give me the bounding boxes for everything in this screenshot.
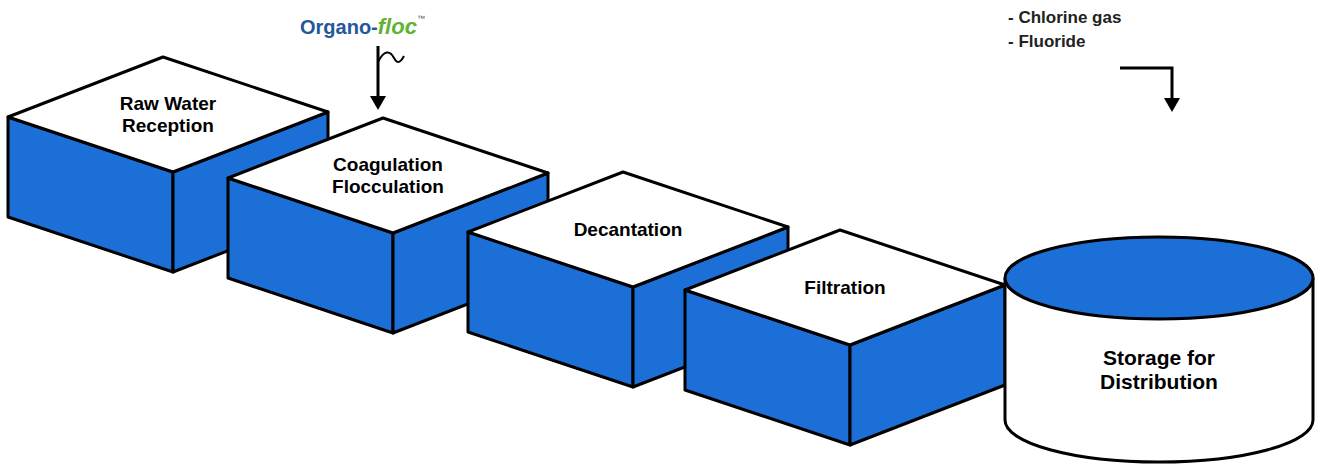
dosing-arrow-line xyxy=(377,46,380,98)
box-outline xyxy=(683,228,1007,447)
node-label: Storage for Distribution xyxy=(1074,346,1244,394)
logo-word: floc xyxy=(378,14,417,39)
dosing-arrow-line xyxy=(1120,68,1172,100)
chemical-note: - Fluoride xyxy=(1008,32,1085,52)
label-holder: Coagulation Flocculation xyxy=(313,154,463,198)
dosing-wiggle xyxy=(378,52,404,62)
logo-word: Organo- xyxy=(300,16,378,38)
product-logo: Organo-floc™ xyxy=(300,14,425,40)
process-box: Filtration xyxy=(683,228,1007,447)
storage-tank: Storage for Distribution xyxy=(1002,234,1318,468)
arrow-head xyxy=(1164,98,1180,112)
trademark-mark: ™ xyxy=(417,14,425,23)
tank-water-surface xyxy=(1005,237,1313,319)
label-holder: Storage for Distribution xyxy=(1074,346,1244,394)
label-holder: Filtration xyxy=(770,277,920,299)
label-holder: Raw Water Reception xyxy=(93,93,243,137)
box-top-face xyxy=(228,118,548,233)
node-label: Coagulation Flocculation xyxy=(313,154,463,198)
node-label: Decantation xyxy=(553,219,703,241)
box-top-face xyxy=(8,57,328,172)
arrow-head xyxy=(370,96,386,110)
node-label: Filtration xyxy=(770,277,920,299)
label-holder: Decantation xyxy=(553,219,703,241)
chemical-note: - Chlorine gas xyxy=(1008,8,1121,28)
box-top-face xyxy=(685,230,1005,345)
node-label: Raw Water Reception xyxy=(93,93,243,137)
